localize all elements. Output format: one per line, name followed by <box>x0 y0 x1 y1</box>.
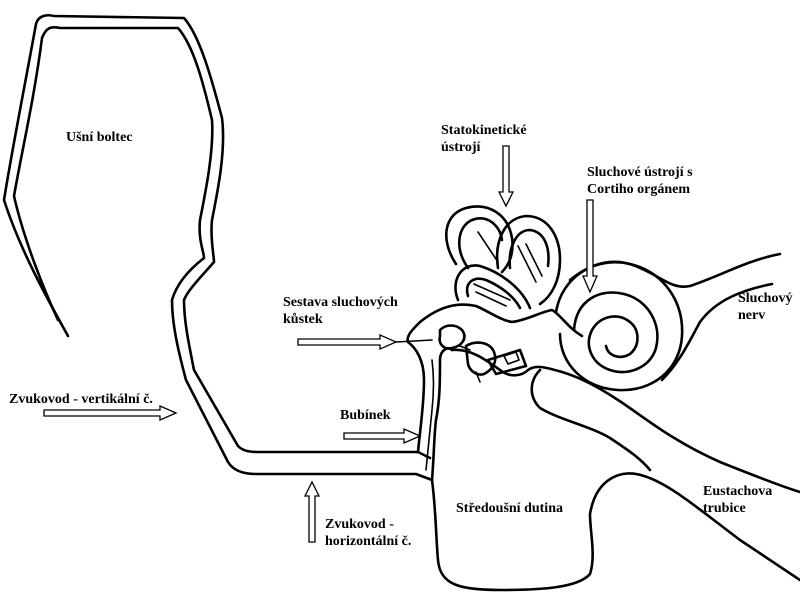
semicircular-canal-3 <box>454 264 532 310</box>
stapes-shape <box>486 348 528 376</box>
line-kustky-connector <box>395 339 433 343</box>
vestibule-outline <box>418 303 584 338</box>
oval-window <box>503 351 520 365</box>
pinna-outer-outline <box>2 13 432 460</box>
label-stredousni-dutina: Středoušní dutina <box>456 501 563 516</box>
label-statokineticke-ustroji: Statokinetické ústrojí <box>441 123 527 155</box>
auditory-nerve-lower <box>660 282 774 382</box>
middle-ear-cavity-outline <box>430 472 800 592</box>
malleus-shape <box>438 324 466 350</box>
label-sluchove-ustroji: Sluchové ústrojí s Cortiho orgánem <box>587 165 693 197</box>
middle-ear-upper-wall <box>450 348 800 494</box>
arrow-kustky <box>297 334 398 350</box>
label-sluchovy-nerv: Sluchový nerv <box>738 291 793 323</box>
label-usni-boltec: Ušní boltec <box>66 130 133 145</box>
cochlea-spiral <box>572 291 659 374</box>
arrow-sluchove-ustroji <box>582 199 598 294</box>
ampulla-lines <box>473 231 543 307</box>
eardrum-strand <box>425 359 435 471</box>
arrow-zvukovod-vertikalni <box>43 405 178 421</box>
arrow-zvukovod-horizontalni <box>303 480 321 543</box>
label-eustachova-trubice: Eustachova trubice <box>703 484 773 516</box>
pinna-inner-outline <box>12 26 434 482</box>
auditory-nerve-upper <box>568 252 782 288</box>
label-zvukovod-vertikalni: Zvukovod - vertikální č. <box>9 392 153 407</box>
ossicle-link <box>459 345 481 383</box>
semicircular-canal-2 <box>495 214 562 306</box>
eardrum-outline <box>406 320 426 454</box>
semicircular-canal-1 <box>445 205 514 274</box>
label-sestava-kustek: Sestava sluchových kůstek <box>283 295 398 327</box>
label-bubinek: Bubínek <box>340 408 391 423</box>
eardrum-membrane <box>430 347 454 482</box>
arrow-bubinek <box>343 428 422 444</box>
arrow-statokineticke <box>497 145 515 208</box>
middle-ear-lower-shelf <box>530 368 652 472</box>
label-zvukovod-horizontalni: Zvukovod - horizontální č. <box>325 517 412 549</box>
